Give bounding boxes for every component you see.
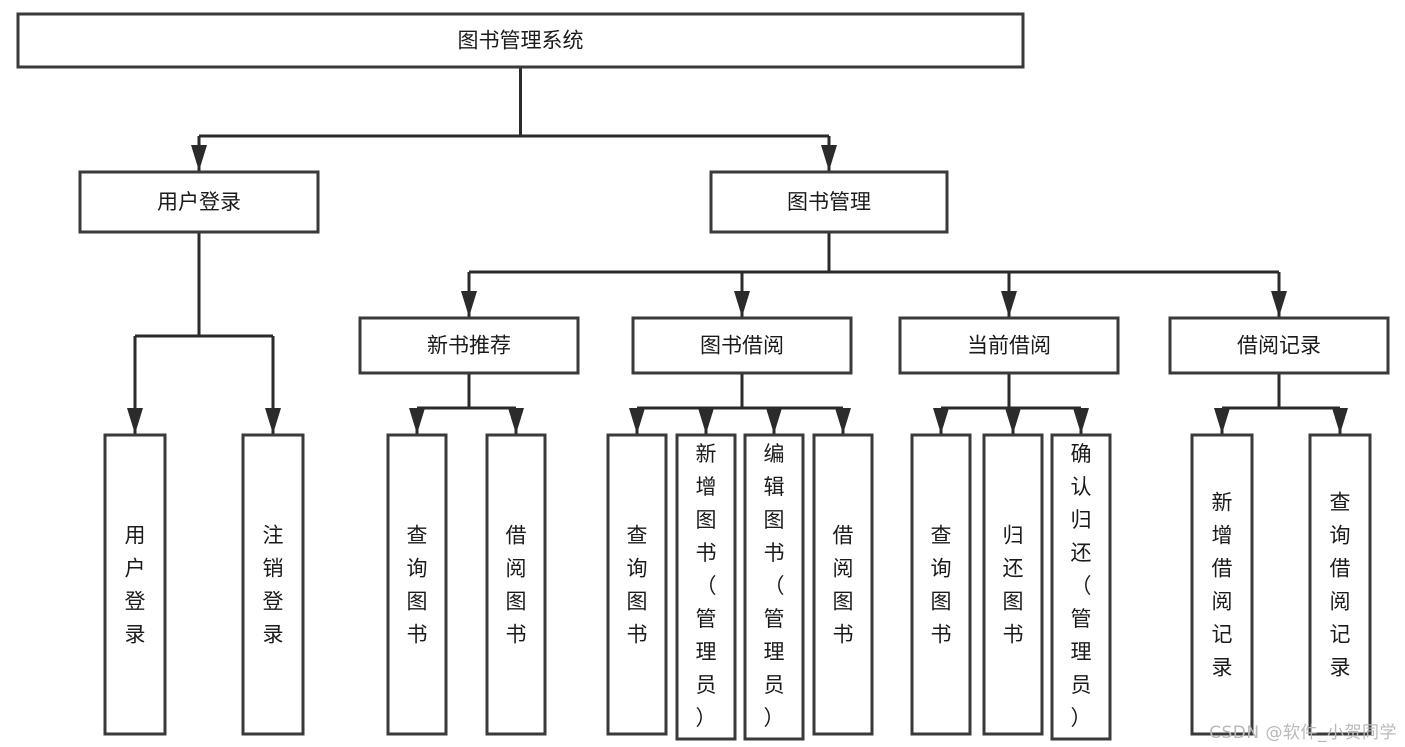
node-add-book[interactable]: 新增图书（管理员）	[675, 433, 737, 741]
arrow-head	[1005, 408, 1021, 434]
node-return-book[interactable]: 归还图书	[982, 433, 1044, 736]
node-box-rect	[241, 433, 305, 736]
node-root[interactable]: 图书管理系统	[16, 12, 1025, 69]
node-add-borrow-record[interactable]: 新增借阅记录	[1190, 433, 1254, 736]
node-label: 图书管理系统	[458, 29, 584, 53]
node-label: 当前借阅	[967, 334, 1051, 358]
node-box-rect	[1050, 433, 1112, 741]
node-box-rect	[1308, 433, 1372, 736]
arrow-head	[265, 408, 281, 434]
node-query-borrow-record[interactable]: 查询借阅记录	[1308, 433, 1372, 736]
connector-lines	[127, 67, 1348, 434]
arrow-head	[1271, 291, 1287, 317]
node-label: 新书推荐	[427, 334, 511, 358]
node-label: 用户登录	[157, 190, 241, 214]
node-label: 查询图书	[931, 524, 952, 647]
node-label: 图书借阅	[700, 334, 784, 358]
node-box-rect	[358, 316, 580, 375]
node-label: 查询借阅记录	[1330, 491, 1351, 680]
node-logout[interactable]: 注销登录	[241, 433, 305, 736]
arrow-head	[933, 408, 949, 434]
node-box-rect	[386, 433, 448, 736]
arrow-head	[766, 408, 782, 434]
node-label: 用户登录	[125, 524, 146, 647]
node-box-rect	[1190, 433, 1254, 736]
node-label: 借阅记录	[1237, 334, 1321, 358]
node-box-rect	[606, 433, 668, 736]
arrow-head	[835, 408, 851, 434]
arrow-head	[1332, 408, 1348, 434]
node-label: 编辑图书（管理员）	[764, 442, 785, 730]
node-box-rect	[103, 433, 167, 736]
node-label: 确认归还（管理员）	[1071, 442, 1092, 730]
arrow-head	[629, 408, 645, 434]
node-borrow-record[interactable]: 借阅记录	[1168, 316, 1390, 375]
arrow-head	[191, 145, 207, 171]
arrow-head	[461, 291, 477, 317]
node-label: 新增借阅记录	[1212, 491, 1233, 680]
arrow-head	[127, 408, 143, 434]
node-box-rect	[1168, 316, 1390, 375]
node-box-rect	[16, 12, 1025, 69]
node-box-rect	[485, 433, 547, 736]
node-book-borrow[interactable]: 图书借阅	[631, 316, 853, 375]
node-box-rect	[631, 316, 853, 375]
csdn-watermark: CSDN @软件_小贺同学	[1209, 723, 1397, 743]
node-label: 查询图书	[407, 524, 428, 647]
node-borrow-book-1[interactable]: 借阅图书	[485, 433, 547, 736]
arrow-head	[508, 408, 524, 434]
node-login-do[interactable]: 用户登录	[103, 433, 167, 736]
node-current-borrow[interactable]: 当前借阅	[898, 316, 1120, 375]
node-label: 归还图书	[1003, 524, 1024, 647]
node-query-book-3[interactable]: 查询图书	[910, 433, 972, 736]
arrow-head	[409, 408, 425, 434]
node-query-book-2[interactable]: 查询图书	[606, 433, 668, 736]
node-label: 借阅图书	[506, 524, 527, 647]
node-box-rect	[812, 433, 874, 736]
node-label: 图书管理	[787, 190, 871, 214]
node-box-rect	[743, 433, 805, 741]
arrow-head	[734, 291, 750, 317]
node-book-manage[interactable]: 图书管理	[709, 170, 949, 234]
node-box-rect	[898, 316, 1120, 375]
node-label: 借阅图书	[833, 524, 854, 647]
arrow-head	[1073, 408, 1089, 434]
node-box-rect	[78, 170, 320, 234]
node-label: 新增图书（管理员）	[696, 442, 717, 730]
node-user-login[interactable]: 用户登录	[78, 170, 320, 234]
node-box-rect	[675, 433, 737, 741]
node-box-rect	[982, 433, 1044, 736]
node-borrow-book-2[interactable]: 借阅图书	[812, 433, 874, 736]
node-boxes: 图书管理系统用户登录用户登录注销登录图书管理新书推荐查询图书借阅图书图书借阅查询…	[16, 12, 1390, 741]
node-edit-book[interactable]: 编辑图书（管理员）	[743, 433, 805, 741]
node-box-rect	[709, 170, 949, 234]
node-box-rect	[910, 433, 972, 736]
node-query-book-1[interactable]: 查询图书	[386, 433, 448, 736]
arrow-head	[698, 408, 714, 434]
arrow-head	[821, 145, 837, 171]
arrow-head	[1214, 408, 1230, 434]
node-label: 查询图书	[627, 524, 648, 647]
arrow-head	[1001, 291, 1017, 317]
node-confirm-return[interactable]: 确认归还（管理员）	[1050, 433, 1112, 741]
node-label: 注销登录	[263, 524, 284, 647]
node-new-book-recommend[interactable]: 新书推荐	[358, 316, 580, 375]
